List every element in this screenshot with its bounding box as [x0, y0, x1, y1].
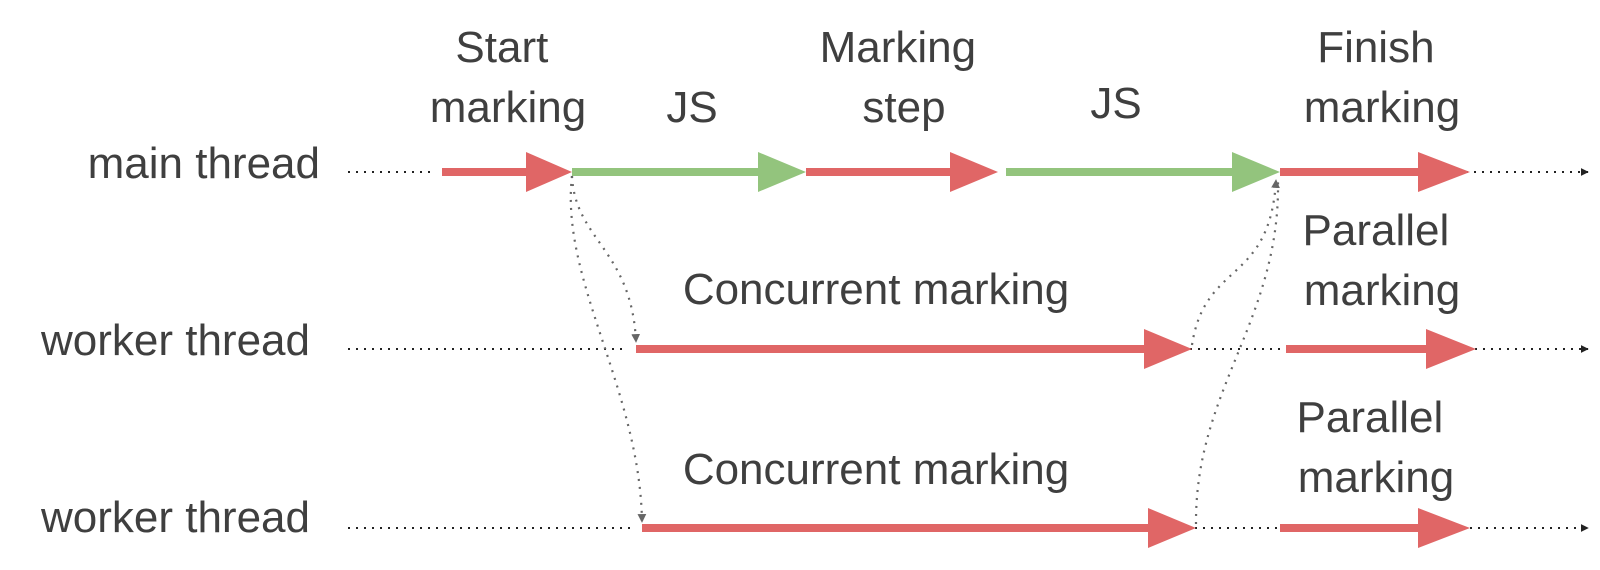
concurrent-marking-arrow-1 — [636, 329, 1192, 369]
concurrent-marking-label-2: Concurrent marking — [683, 445, 1069, 494]
marking-step-label-line-2: step — [862, 83, 945, 132]
start-marking-label-line-2: marking — [430, 83, 587, 132]
marking-step-label-line-1: Marking — [820, 23, 977, 72]
start-marking-label: Start marking — [430, 23, 587, 132]
js-arrow-2 — [1006, 152, 1280, 192]
parallel-marking-label-1: Parallel marking — [1303, 206, 1462, 315]
parallel-marking-label-2-line-2: marking — [1298, 453, 1455, 502]
finish-marking-arrow — [1280, 152, 1470, 192]
concurrent-marking-label-1: Concurrent marking — [683, 265, 1069, 314]
parallel-marking-label-1-line-2: marking — [1304, 266, 1461, 315]
worker-thread-1-label: worker thread — [40, 316, 310, 365]
worker-thread-2-label: worker thread — [40, 493, 310, 542]
parallel-marking-arrow-2 — [1280, 508, 1470, 548]
parallel-marking-label-1-line-1: Parallel — [1303, 206, 1450, 255]
concurrent-marking-arrow-2 — [642, 508, 1196, 548]
finish-marking-label-line-1: Finish — [1317, 23, 1434, 72]
parallel-marking-label-2-line-1: Parallel — [1297, 393, 1444, 442]
main-thread-label: main thread — [88, 139, 320, 188]
start-marking-label-line-1: Start — [455, 23, 548, 72]
start-marking-arrow — [442, 152, 572, 192]
js-label-2: JS — [1090, 79, 1141, 128]
js-label-1: JS — [666, 83, 717, 132]
spawn-dependency-worker-1 — [570, 175, 641, 343]
join-dependency-worker-1 — [1190, 179, 1280, 346]
finish-marking-label-line-2: marking — [1304, 83, 1461, 132]
finish-marking-label: Finish marking — [1304, 23, 1461, 132]
parallel-marking-arrow-1 — [1286, 329, 1476, 369]
join-dependency-worker-2 — [1194, 181, 1280, 525]
marking-step-label: Marking step — [820, 23, 989, 132]
parallel-marking-label-2: Parallel marking — [1297, 393, 1456, 502]
js-arrow-1 — [572, 152, 806, 192]
marking-step-arrow — [806, 152, 998, 192]
